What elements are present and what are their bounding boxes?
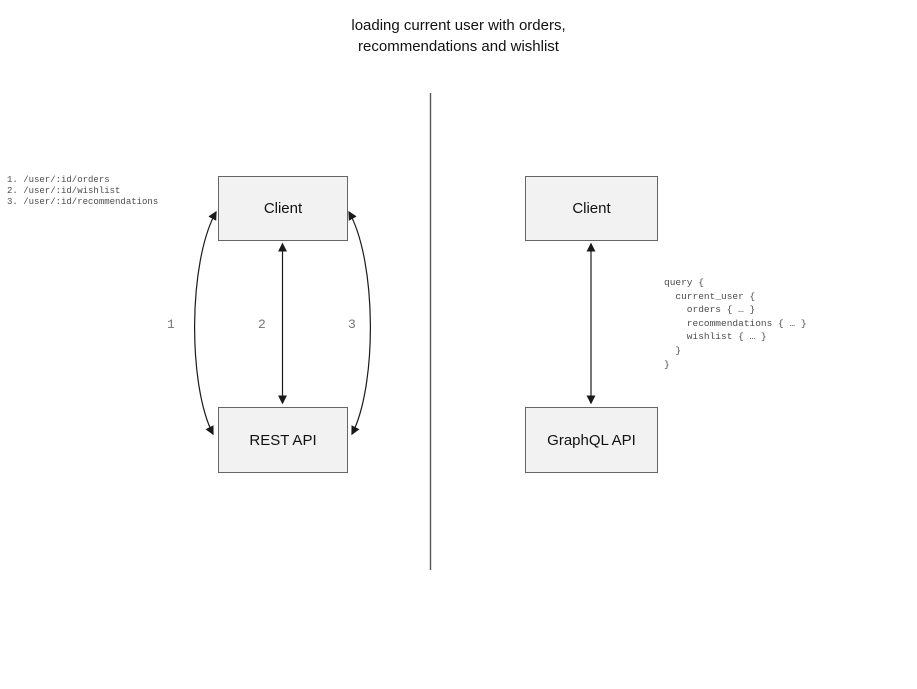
- diagram-title-line1: loading current user with orders,: [351, 17, 566, 34]
- rest-arrow-label-1: 1: [167, 317, 175, 332]
- rest-arrow-1-curved: [194, 210, 217, 436]
- graphql-client-box: Client: [525, 176, 658, 241]
- rest-endpoint-recommendations: 3. /user/:id/recommendations: [7, 196, 159, 207]
- diagram-title: loading current user with orders, recomm…: [0, 15, 917, 57]
- query-line: }: [664, 358, 670, 370]
- diagram-title-line2: recommendations and wishlist: [358, 38, 559, 55]
- rest-arrow-label-2: 2: [258, 317, 266, 332]
- query-line: orders { … }: [664, 304, 756, 316]
- query-line: query {: [664, 277, 704, 288]
- graphql-query-snippet: query { current_user { orders { … } reco…: [664, 276, 807, 371]
- graphql-client-label: Client: [572, 200, 611, 217]
- rest-endpoint-list: 1. /user/:id/orders 2. /user/:id/wishlis…: [7, 175, 158, 207]
- rest-client-label: Client: [263, 200, 303, 217]
- rest-arrow-label-3: 3: [348, 317, 356, 332]
- query-line: }: [664, 344, 682, 356]
- rest-arrow-3-curved: [348, 210, 371, 436]
- query-line: recommendations { … }: [664, 317, 807, 329]
- graphql-api-box: GraphQL API: [525, 407, 658, 473]
- rest-client-box: Client: [218, 176, 348, 241]
- rest-endpoint-wishlist: 2. /user/:id/wishlist: [7, 185, 121, 196]
- query-line: wishlist { … }: [664, 331, 767, 343]
- graphql-api-label: GraphQL API: [547, 431, 636, 449]
- query-line: current_user {: [664, 290, 756, 302]
- rest-endpoint-orders: 1. /user/:id/orders: [7, 175, 110, 185]
- rest-api-box: REST API: [218, 407, 348, 473]
- rest-api-label: REST API: [249, 431, 317, 449]
